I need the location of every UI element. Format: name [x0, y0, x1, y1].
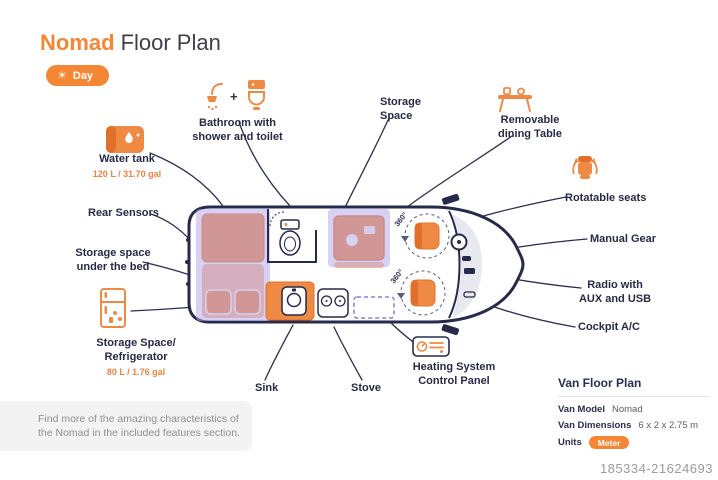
info-panel-title: Van Floor Plan — [558, 376, 708, 397]
dining-area — [328, 209, 390, 268]
heating-panel-icon — [412, 336, 450, 357]
water-tank-capacity: 120 L / 31.70 gal — [92, 168, 162, 179]
side-mirror-top — [441, 193, 460, 205]
fridge-icon — [100, 288, 126, 328]
callout-storage-space — [338, 117, 390, 221]
bed — [196, 209, 270, 321]
shower-icon — [207, 83, 223, 111]
label-heating: Heating System Control Panel — [412, 361, 496, 387]
day-mode-toggle[interactable]: ☀ Day — [46, 65, 110, 86]
label-fridge: Storage Space/ Refrigerator 80 L / 1.76 … — [93, 337, 179, 378]
bed-storage-highlight — [196, 209, 270, 321]
label-manual-gear: Manual Gear — [590, 233, 657, 245]
label-cockpit-ac: Cockpit A/C — [578, 321, 640, 333]
sink-unit — [281, 286, 307, 316]
shower-curtain-arc — [269, 211, 285, 227]
water-tank-title: Water tank — [99, 153, 155, 165]
label-storage-space: Storage Space — [380, 96, 421, 122]
van-dimensions-value: 6 x 2 x 2.75 m — [638, 420, 699, 431]
label-bathroom: Bathroom with shower and toilet — [192, 117, 283, 143]
bathroom-room — [267, 209, 317, 263]
callout-sink — [264, 324, 294, 381]
rotatable-seat-2 — [397, 270, 446, 316]
page-title-rest: Floor Plan — [120, 30, 221, 55]
label-radio: Radio with AUX and USB — [578, 279, 652, 305]
info-row-model: Van Model Nomad — [558, 404, 708, 415]
day-mode-label: Day — [72, 69, 94, 82]
label-rotatable-seats: Rotatable seats — [565, 192, 647, 204]
watermark-id: 185334-21624693 — [599, 461, 713, 476]
units-badge[interactable]: Meter — [588, 436, 630, 449]
kitchen-block — [265, 281, 395, 321]
stove-unit — [317, 288, 349, 318]
page-title-accent: Nomad — [40, 30, 115, 55]
units-label: Units — [558, 437, 582, 448]
rear-sensor-dots — [185, 238, 190, 286]
heating-zone-outline — [353, 296, 395, 319]
van-model-value: Nomad — [611, 404, 643, 415]
dining-table-icon — [498, 87, 532, 112]
footer-note-text: Find more of the amazing characteristics… — [38, 412, 240, 439]
callout-stove — [333, 326, 363, 381]
van-model-label: Van Model — [558, 404, 605, 415]
toilet-icon — [248, 80, 265, 110]
toilet — [279, 219, 301, 256]
info-row-units: Units Meter — [558, 436, 708, 449]
label-sink: Sink — [255, 382, 279, 394]
label-dining-table: Removable dining Table — [498, 114, 562, 140]
side-mirror-bottom — [441, 324, 459, 336]
ac-vent — [463, 291, 476, 298]
van-dimensions-label: Van Dimensions — [558, 420, 632, 431]
van-drawing: 360° 360° — [185, 193, 525, 336]
plus-icon: + — [230, 89, 238, 104]
fridge-capacity: 80 L / 1.76 gal — [106, 366, 166, 377]
gear-stick — [462, 256, 471, 261]
label-rear-sensors: Rear Sensors — [88, 207, 159, 219]
sun-icon: ☀ — [57, 69, 67, 82]
radio-unit — [464, 268, 475, 274]
water-tank-icon — [106, 126, 144, 153]
label-stove: Stove — [351, 382, 381, 394]
info-row-dimensions: Van Dimensions 6 x 2 x 2.75 m — [558, 420, 708, 431]
footer-note-box: Find more of the amazing characteristics… — [0, 401, 252, 451]
callout-water-tank — [149, 152, 224, 207]
cockpit — [448, 210, 482, 319]
fridge-title: Storage Space/ Refrigerator — [96, 337, 176, 363]
storage-space-highlight — [328, 209, 390, 267]
rotatable-seat-icon — [572, 156, 598, 179]
label-storage-under-bed: Storage space under the bed — [75, 247, 151, 273]
van-info-panel: Van Floor Plan Van Model Nomad Van Dimen… — [558, 376, 708, 454]
label-water-tank: Water tank 120 L / 31.70 gal — [77, 153, 177, 180]
windshield-line — [448, 210, 461, 319]
rotatable-seat-1 — [401, 213, 450, 259]
